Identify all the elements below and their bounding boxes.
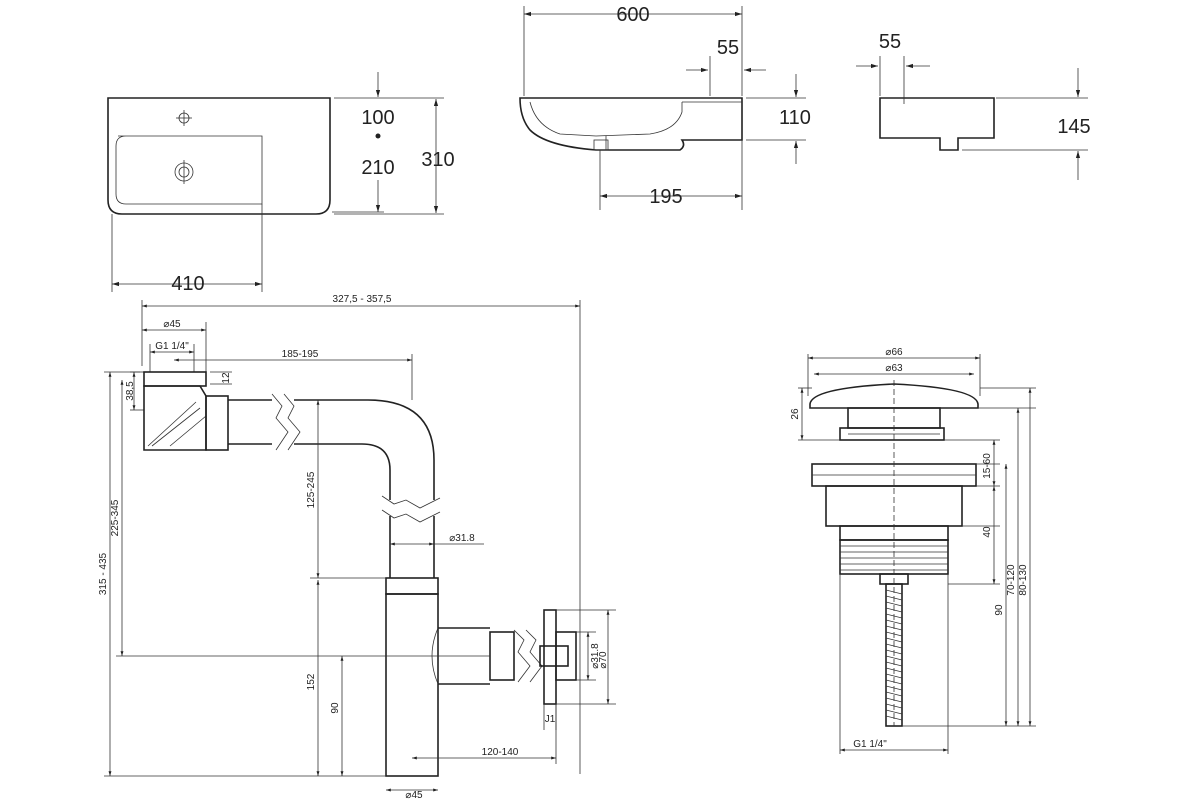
- basin-bowl-outline: [115, 135, 263, 205]
- basin-section-outline: [519, 97, 743, 151]
- dim-80-130: 80-130: [1018, 564, 1029, 596]
- siphon-trap-collar: [385, 577, 439, 595]
- siphon-view: 327,5 - 357,5 ⌀45 G1 1/4" 185-195 12 38,…: [98, 294, 616, 800]
- dim-dia45-bottom: ⌀45: [405, 790, 423, 800]
- basin-section-view: 600 55 110 195: [519, 4, 811, 210]
- tap-hole-icon: [176, 110, 192, 126]
- dim-15-60: 15-60: [982, 453, 993, 479]
- dim-dia63: ⌀63: [885, 363, 903, 374]
- dim-90-valve: 90: [994, 604, 1005, 616]
- dim-315-435: 315 - 435: [98, 552, 109, 595]
- dim-110: 110: [779, 107, 811, 129]
- dim-185-195: 185-195: [282, 349, 319, 360]
- dim-55-section: 55: [717, 37, 739, 59]
- dim-dia66: ⌀66: [885, 347, 903, 358]
- dim-90-siphon: 90: [330, 702, 341, 714]
- basin-top-view: 410 100 210 310: [107, 72, 455, 295]
- drain-valve-view: ⌀66 ⌀63 26 15: [790, 347, 1036, 754]
- dim-310: 310: [421, 149, 454, 171]
- dim-145: 145: [1057, 116, 1090, 138]
- dim-26: 26: [790, 408, 801, 420]
- siphon-trap-body: [385, 593, 439, 777]
- dim-195: 195: [649, 186, 682, 208]
- dim-total-width: 327,5 - 357,5: [333, 294, 392, 305]
- dim-55-side: 55: [879, 31, 901, 53]
- dim-210: 210: [361, 157, 394, 179]
- dim-600: 600: [616, 4, 649, 26]
- siphon-wall-flange: [543, 609, 557, 705]
- dim-38-5: 38,5: [125, 381, 136, 401]
- dim-40: 40: [982, 526, 993, 538]
- dim-12: 12: [221, 372, 232, 384]
- dim-dia31-8: ⌀31.8: [449, 533, 475, 544]
- dim-125-245: 125-245: [306, 471, 317, 508]
- siphon-inlet-nut: [143, 371, 207, 387]
- dim-dia31-8-flange: ⌀31.8: [590, 643, 601, 669]
- dim-dia45-top: ⌀45: [163, 319, 181, 330]
- dim-70-120: 70-120: [1006, 564, 1017, 596]
- dim-225-345: 225-345: [110, 499, 121, 536]
- dim-thread-top: G1 1/4": [155, 341, 189, 352]
- dim-thread-bottom: G1 1/4": [853, 739, 887, 750]
- drain-hole-icon: [174, 160, 194, 184]
- dim-410: 410: [171, 273, 204, 295]
- dim-152: 152: [306, 673, 317, 690]
- dim-j1: J1: [545, 714, 556, 725]
- basin-side-view: 55 145: [856, 31, 1091, 180]
- dim-dia70: ⌀70: [598, 651, 609, 669]
- drain-valve-cap: [809, 383, 979, 409]
- basin-side-outline: [879, 97, 995, 151]
- dim-100: 100: [361, 107, 394, 129]
- basin-top-outline: [107, 97, 331, 215]
- siphon-elbow: [143, 385, 207, 451]
- dim-120-140: 120-140: [482, 747, 519, 758]
